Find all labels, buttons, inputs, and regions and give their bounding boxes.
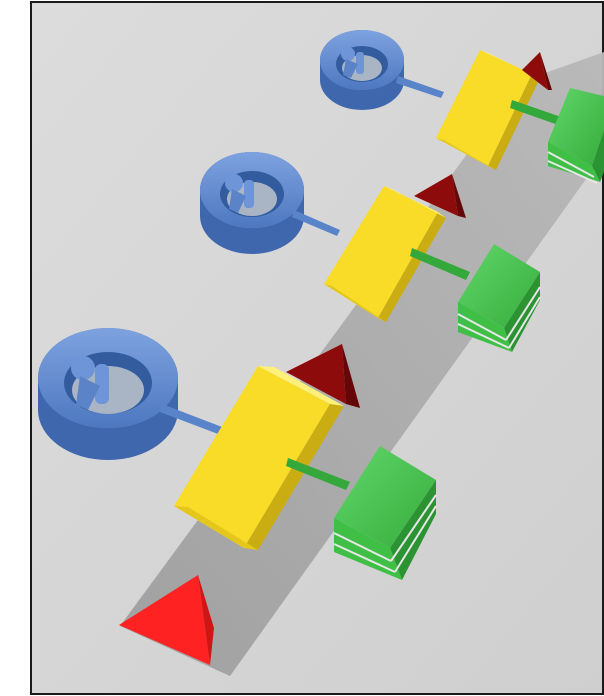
process-box-icon [174, 366, 344, 550]
station-1 [38, 328, 437, 580]
user-ring-icon [320, 30, 404, 110]
blue-connector [160, 404, 222, 434]
person-icon [225, 174, 254, 213]
station-2 [200, 152, 541, 352]
flow-arrow-icon [522, 52, 552, 90]
process-box-icon [436, 50, 540, 170]
user-ring-icon [38, 328, 178, 460]
blue-connector [396, 76, 444, 98]
user-ring-icon [200, 152, 304, 254]
storage-stack-icon [547, 88, 604, 184]
storage-stack-icon [333, 446, 437, 580]
storage-stack-icon [457, 244, 541, 352]
blue-connector [292, 210, 340, 236]
person-icon [341, 47, 364, 78]
process-box-icon [324, 186, 446, 322]
green-connector [510, 100, 564, 126]
station-3 [320, 30, 604, 184]
person-icon [71, 356, 109, 410]
start-arrow-icon [119, 575, 214, 665]
green-connector [286, 458, 350, 490]
flow-arrow-icon [286, 344, 360, 408]
flow-arrow-icon [414, 174, 466, 218]
green-connector [410, 248, 470, 280]
